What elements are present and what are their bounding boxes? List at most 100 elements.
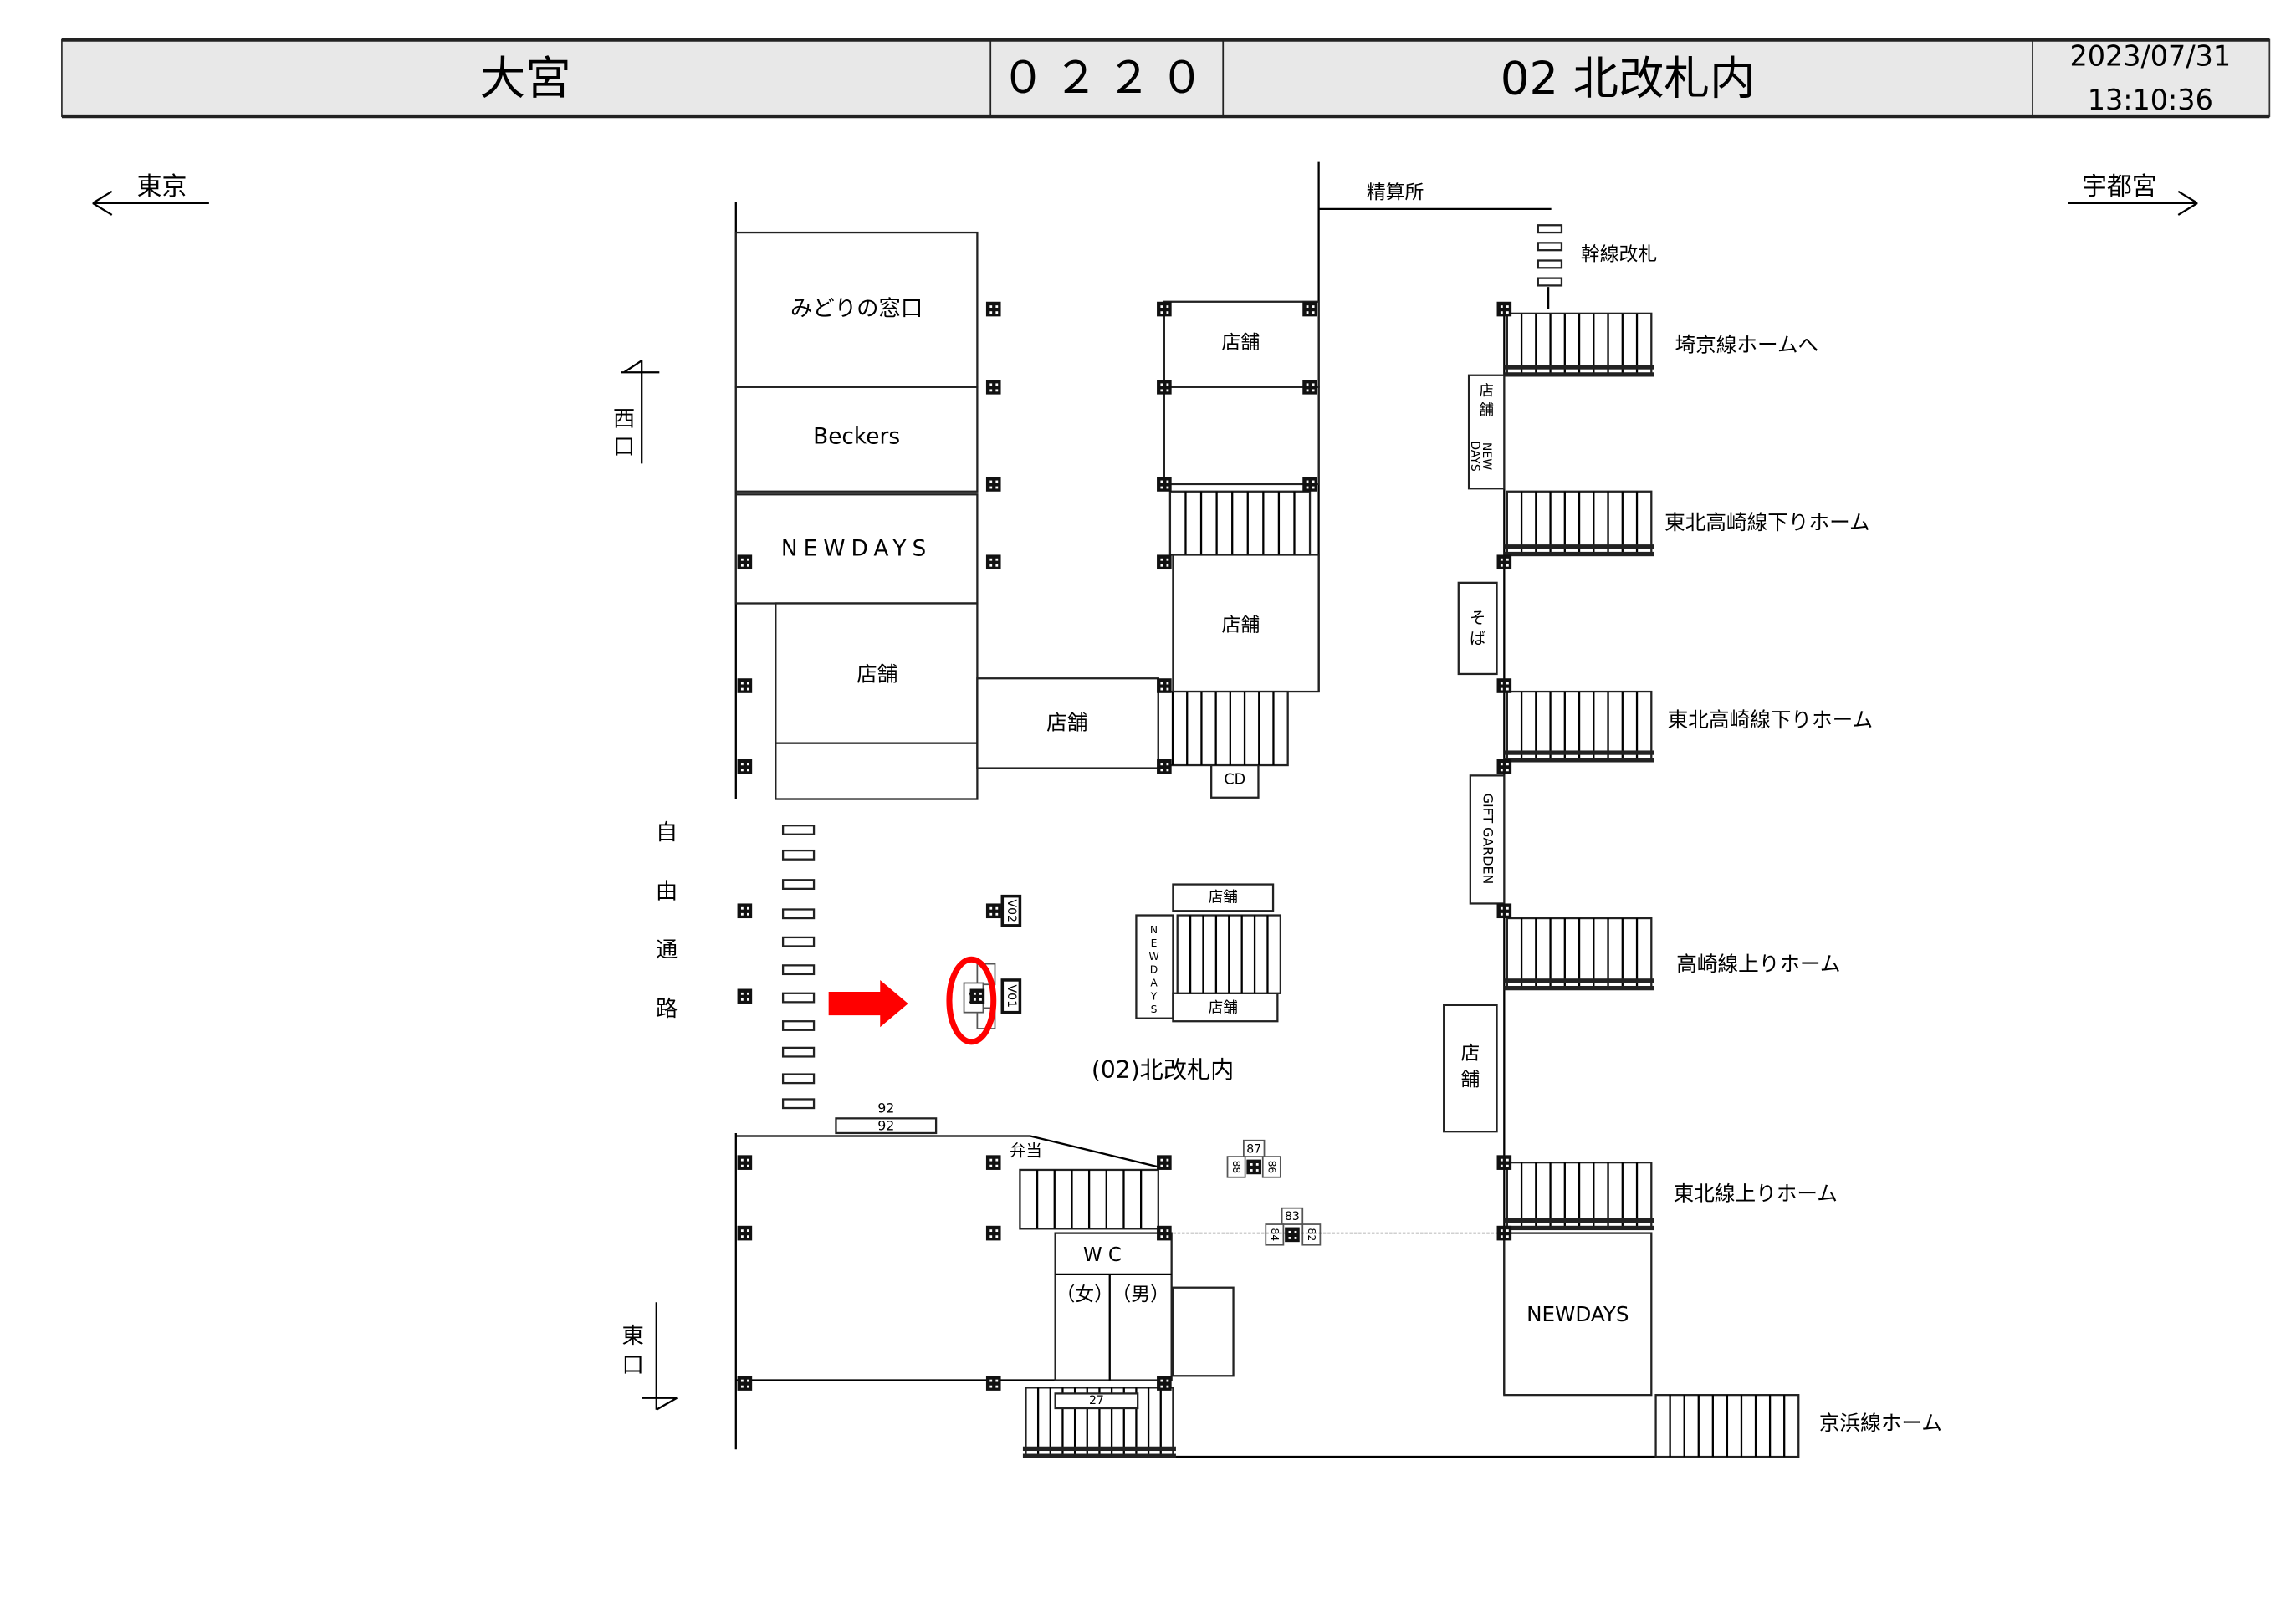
pillar bbox=[1496, 301, 1512, 317]
platform-label[interactable]: 京浜線ホーム bbox=[1819, 1411, 1942, 1435]
newdays-letter: E bbox=[1151, 937, 1158, 949]
pillar bbox=[1302, 477, 1317, 492]
pillar bbox=[1496, 1225, 1512, 1241]
pillar bbox=[969, 988, 985, 1004]
svg-text:83: 83 bbox=[1285, 1210, 1300, 1223]
arrow-left-icon bbox=[92, 190, 209, 216]
board-v02: V02 bbox=[1005, 899, 1018, 922]
passage-mark bbox=[781, 1046, 816, 1058]
west-building: みどりの窓口 Beckers NEWDAYS 店舗 店舗 bbox=[734, 202, 1159, 1450]
pillar bbox=[985, 903, 1001, 919]
platform-label[interactable]: 埼京線ホームへ bbox=[1675, 332, 1818, 356]
platform-label[interactable]: 東北高崎線下りホーム bbox=[1664, 510, 1870, 534]
pillar bbox=[985, 554, 1001, 570]
newdays-letter: S bbox=[1151, 1004, 1158, 1015]
kansen-gate-label: 幹線改札 bbox=[1581, 243, 1657, 265]
svg-text:舗: 舗 bbox=[1460, 1070, 1480, 1091]
newdays-letter: Y bbox=[1150, 990, 1158, 1002]
newdays-letter: D bbox=[1150, 964, 1158, 976]
staircase bbox=[1176, 914, 1282, 994]
shop-label: 店舗 bbox=[1221, 332, 1260, 354]
wc-label: W C bbox=[1083, 1244, 1122, 1266]
target-highlight bbox=[828, 956, 997, 1045]
pillar bbox=[1157, 678, 1172, 693]
area-name: 02 北改札内 bbox=[1501, 51, 1756, 105]
pillar bbox=[1496, 554, 1512, 570]
staircase bbox=[1654, 1394, 1800, 1458]
direction-utsunomiya: 宇都宮 bbox=[2068, 172, 2198, 216]
newdays-letter: N bbox=[1150, 924, 1158, 936]
passage-mark bbox=[781, 1098, 816, 1110]
svg-text:82: 82 bbox=[1306, 1228, 1317, 1242]
gift-garden-label: GIFT GARDEN bbox=[1480, 794, 1496, 885]
newdays-east-label: NEWDAYS bbox=[1526, 1302, 1629, 1326]
staircase bbox=[1168, 490, 1312, 556]
time-text: 13:10:36 bbox=[2088, 84, 2213, 116]
svg-text:92: 92 bbox=[877, 1101, 894, 1116]
newdays-kiosk bbox=[1135, 914, 1174, 1019]
pillar bbox=[985, 301, 1001, 317]
area-label: (02)北改札内 bbox=[1092, 1056, 1234, 1084]
red-arrow-icon bbox=[828, 979, 908, 1028]
svg-text:通: 通 bbox=[656, 938, 678, 963]
svg-text:DAYS: DAYS bbox=[1468, 441, 1481, 472]
svg-text:84: 84 bbox=[1269, 1228, 1281, 1242]
board-v01: V01 bbox=[1005, 985, 1018, 1009]
svg-text:NEW: NEW bbox=[1480, 442, 1493, 470]
passage-mark bbox=[781, 1073, 816, 1085]
staircase bbox=[1019, 1168, 1159, 1230]
pillar bbox=[737, 1155, 753, 1170]
direction-tokyo: 東京 bbox=[92, 172, 209, 216]
platform-label[interactable]: 東北高崎線下りホーム bbox=[1668, 707, 1874, 732]
pillar bbox=[1157, 759, 1172, 774]
pillar bbox=[1496, 759, 1512, 774]
soba-label: そ bbox=[1470, 609, 1485, 628]
platform-label[interactable]: 東北線上りホーム bbox=[1674, 1182, 1838, 1206]
platform-label[interactable]: 高崎線上りホーム bbox=[1676, 952, 1840, 976]
arrow-right-icon bbox=[2068, 190, 2198, 216]
pillar bbox=[737, 903, 753, 919]
pillar bbox=[737, 678, 753, 693]
passage-mark bbox=[781, 936, 816, 947]
board-27 bbox=[1054, 1392, 1139, 1410]
pillar bbox=[737, 1225, 753, 1241]
passage-mark bbox=[781, 908, 816, 920]
cd-label: CD bbox=[1224, 772, 1245, 789]
shop-label: 店舗 bbox=[1221, 615, 1260, 636]
direction-left-label: 東京 bbox=[137, 172, 187, 202]
pillar bbox=[737, 988, 753, 1004]
svg-text:店舗: 店舗 bbox=[1209, 889, 1238, 906]
midori-label: みどりの窓口 bbox=[790, 297, 923, 322]
central-block: 精算所 幹線改札 店舗 店舗 29 CD 店舗 NEWDAYS 店舗 (02)北… bbox=[1092, 161, 1657, 1084]
free-passage-label: 自 由 通 路 bbox=[656, 820, 678, 1022]
staircase bbox=[1504, 917, 1654, 991]
passage-mark bbox=[781, 849, 816, 861]
staircase bbox=[1504, 1161, 1654, 1231]
svg-text:店: 店 bbox=[1479, 383, 1494, 400]
shop-label: 店舗 bbox=[1046, 711, 1087, 735]
pillar bbox=[1246, 1159, 1261, 1175]
pillar bbox=[985, 477, 1001, 492]
svg-text:舗: 舗 bbox=[1479, 402, 1494, 419]
pillar bbox=[985, 380, 1001, 395]
passage-mark bbox=[781, 825, 816, 835]
bento-label: 弁当 bbox=[1010, 1141, 1042, 1161]
seisanjo-label: 精算所 bbox=[1367, 182, 1424, 204]
shop-newdays bbox=[734, 493, 979, 605]
east-exit-label: 口 bbox=[621, 1353, 643, 1378]
staircase bbox=[1504, 690, 1654, 763]
station-code: ０２２０ bbox=[1001, 53, 1213, 104]
pillar bbox=[1496, 1155, 1512, 1170]
svg-text:店舗: 店舗 bbox=[1209, 999, 1238, 1016]
passage-mark bbox=[781, 879, 816, 890]
staircase bbox=[1504, 490, 1654, 557]
pillars-group bbox=[737, 301, 1512, 1391]
pillar bbox=[985, 1155, 1001, 1170]
pillar bbox=[1157, 554, 1172, 570]
header-bar: 大宮 ０２２０ 02 北改札内 2023/07/31 13:10:36 bbox=[61, 38, 2271, 119]
svg-text:ば: ば bbox=[1470, 629, 1485, 648]
date-text: 2023/07/31 bbox=[2069, 39, 2231, 72]
svg-text:88: 88 bbox=[1230, 1161, 1242, 1174]
pillar bbox=[985, 1376, 1001, 1391]
